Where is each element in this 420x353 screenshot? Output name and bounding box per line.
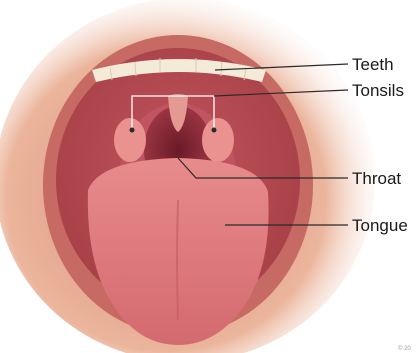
copyright-text: © 20 [398,345,411,352]
label-throat: Throat [352,169,401,188]
right-tonsil [202,118,234,162]
label-teeth: Teeth [352,55,394,74]
label-tonsils: Tonsils [352,81,404,100]
left-tonsil-dot [130,128,135,133]
right-tonsil-dot [212,128,217,133]
tongue-midline [177,200,178,320]
left-tonsil [114,118,146,162]
label-tongue: Tongue [352,216,408,235]
